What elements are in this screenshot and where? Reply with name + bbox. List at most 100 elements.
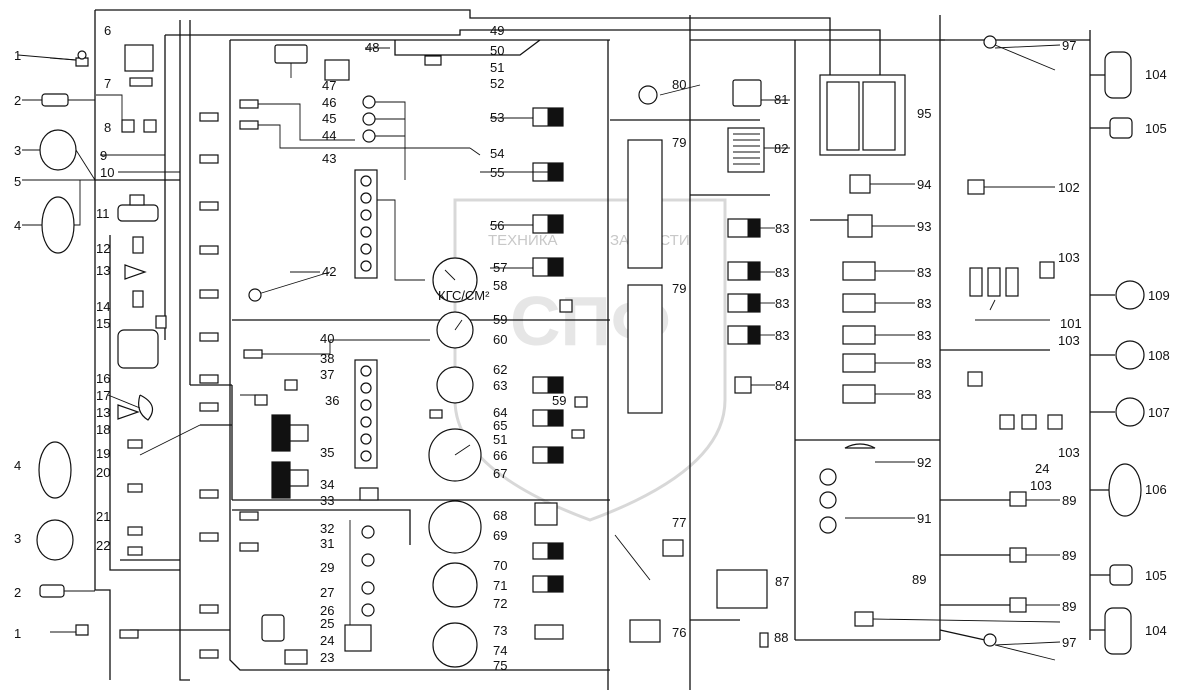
label-103-a: 103 [1058, 250, 1080, 265]
label-57: 57 [493, 260, 507, 275]
label-27: 27 [320, 585, 334, 600]
label-35: 35 [320, 445, 334, 460]
label-89-r1: 89 [1062, 493, 1076, 508]
label-59-top: 59 [493, 312, 507, 327]
label-107: 107 [1148, 405, 1170, 420]
label-105-bottom: 105 [1145, 568, 1167, 583]
label-38: 38 [320, 351, 334, 366]
label-20: 20 [96, 465, 110, 480]
label-77: 77 [672, 515, 686, 530]
label-79-bottom: 79 [672, 281, 686, 296]
label-97-bottom: 97 [1062, 635, 1076, 650]
left-components [36, 44, 167, 636]
label-103-b: 103 [1058, 333, 1080, 348]
label-47: 47 [322, 78, 336, 93]
label-45: 45 [322, 111, 336, 126]
label-72: 72 [493, 596, 507, 611]
label-65: 65 [493, 418, 507, 433]
label-56: 56 [490, 218, 504, 233]
label-40: 40 [320, 331, 334, 346]
label-71: 71 [493, 578, 507, 593]
label-103-c: 103 [1058, 445, 1080, 460]
label-32: 32 [320, 521, 334, 536]
label-29: 29 [320, 560, 334, 575]
label-59-bottom: 59 [552, 393, 566, 408]
label-89-r2: 89 [1062, 548, 1076, 563]
label-83-c: 83 [775, 296, 789, 311]
label-25: 25 [320, 616, 334, 631]
label-4-top: 4 [14, 218, 21, 233]
label-21: 21 [96, 509, 110, 524]
label-37: 37 [320, 367, 334, 382]
label-58: 58 [493, 278, 507, 293]
label-83-g: 83 [917, 328, 931, 343]
label-104-bottom: 104 [1145, 623, 1167, 638]
label-4-bottom: 4 [14, 458, 21, 473]
label-88: 88 [774, 630, 788, 645]
label-5: 5 [14, 174, 21, 189]
label-106: 106 [1145, 482, 1167, 497]
label-81: 81 [774, 92, 788, 107]
label-102: 102 [1058, 180, 1080, 195]
harness-wires [94, 9, 1115, 690]
label-69: 69 [493, 528, 507, 543]
label-43: 43 [322, 151, 336, 166]
label-46: 46 [322, 95, 336, 110]
label-24-right: 24 [1035, 461, 1049, 476]
label-79-top: 79 [672, 135, 686, 150]
label-22: 22 [96, 538, 110, 553]
label-66: 66 [493, 448, 507, 463]
label-93: 93 [917, 219, 931, 234]
label-16: 16 [96, 371, 110, 386]
label-64: 64 [493, 405, 507, 420]
label-33: 33 [320, 493, 334, 508]
label-55: 55 [490, 165, 504, 180]
label-97-top: 97 [1062, 38, 1076, 53]
label-51-top: 51 [490, 60, 504, 75]
label-89-r3: 89 [1062, 599, 1076, 614]
label-83-a: 83 [775, 221, 789, 236]
label-63: 63 [493, 378, 507, 393]
right-center-components [614, 35, 1145, 661]
label-94: 94 [917, 177, 931, 192]
label-8: 8 [104, 120, 111, 135]
label-62: 62 [493, 362, 507, 377]
label-92: 92 [917, 455, 931, 470]
label-23: 23 [320, 650, 334, 665]
leader-lines [17, 44, 1061, 646]
label-70: 70 [493, 558, 507, 573]
label-89-left: 89 [912, 572, 926, 587]
label-3-bottom: 3 [14, 531, 21, 546]
label-54: 54 [490, 146, 504, 161]
label-103-d: 103 [1030, 478, 1052, 493]
label-7: 7 [104, 76, 111, 91]
label-19: 19 [96, 446, 110, 461]
watermark-line1: ТЕХНИКА [488, 232, 558, 249]
label-83-d: 83 [775, 328, 789, 343]
label-2-bottom: 2 [14, 585, 21, 600]
label-13-bottom: 13 [96, 405, 110, 420]
label-95: 95 [917, 106, 931, 121]
label-50: 50 [490, 43, 504, 58]
label-44: 44 [322, 128, 336, 143]
label-109: 109 [1148, 288, 1170, 303]
pressure-unit: КГС/СМ² [438, 288, 490, 303]
label-74: 74 [493, 643, 507, 658]
label-83-f: 83 [917, 296, 931, 311]
label-1-top: 1 [14, 48, 21, 63]
callout-labels: 1 2 3 5 4 6 7 8 9 10 11 12 13 14 15 16 1… [14, 23, 1170, 673]
center-components [240, 44, 588, 668]
label-11: 11 [96, 206, 110, 221]
label-53: 53 [490, 110, 504, 125]
label-10: 10 [100, 165, 114, 180]
label-17: 17 [96, 388, 110, 403]
label-83-b: 83 [775, 265, 789, 280]
label-83-i: 83 [917, 387, 931, 402]
label-49: 49 [490, 23, 504, 38]
label-34: 34 [320, 477, 334, 492]
label-42: 42 [322, 264, 336, 279]
label-75: 75 [493, 658, 507, 673]
label-101: 101 [1060, 316, 1082, 331]
label-108: 108 [1148, 348, 1170, 363]
